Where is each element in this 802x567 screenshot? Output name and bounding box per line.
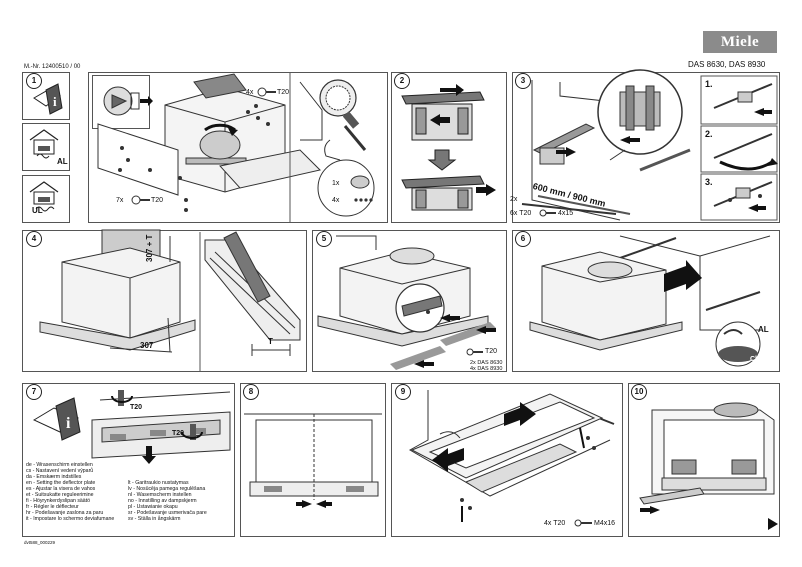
step3-qty: 2x xyxy=(510,196,518,203)
lang-line: es - Ajustar la visera de vahos xyxy=(26,486,96,492)
step4-dim-t: T xyxy=(268,337,273,346)
lang-line: lt - Garitraukio nustatymas xyxy=(128,480,189,486)
step7-screw-type-b: T20 xyxy=(172,430,185,437)
step8-number: 8 xyxy=(243,384,259,400)
step1-screw-top-type: T20 xyxy=(277,89,290,96)
lang-line: lv - Nosūcēja pamega regulēšana xyxy=(128,486,206,492)
step1-number: 1 xyxy=(26,73,42,89)
lang-line: nl - Wasemscherm instellen xyxy=(128,492,192,498)
step5-number: 5 xyxy=(316,231,332,247)
step9-screws: 4x T20 xyxy=(544,520,566,527)
step1-screw-top-qty: 4x xyxy=(246,89,254,96)
step10-number: 10 xyxy=(631,384,647,400)
step3-number: 3 xyxy=(515,73,531,89)
step2-number: 2 xyxy=(394,73,410,89)
lang-line: de - Wrasenschirm einstellen xyxy=(26,462,93,468)
step6-number: 6 xyxy=(515,231,531,247)
svg-text:i: i xyxy=(53,94,57,109)
step6-click-label: Click xyxy=(750,356,767,363)
lang-line: fr - Régler le déflecteur xyxy=(26,504,79,510)
lang-line: sv - Ställa in ångskärm xyxy=(128,516,181,522)
step3-sub-label-3: 3. xyxy=(705,177,713,187)
lang-line: no - Innstilling av dampskjerm xyxy=(128,498,197,504)
step4-number: 4 xyxy=(26,231,42,247)
step1-screw-bottom-type: T20 xyxy=(151,197,164,204)
step6-al-label: AL xyxy=(758,325,769,334)
step3-sub-label-2: 2. xyxy=(705,129,713,139)
step9-number: 9 xyxy=(395,384,411,400)
step5-note-b: 4x DAS 8930 xyxy=(470,366,503,372)
svg-text:i: i xyxy=(66,415,71,432)
step1-parts-b: 4x xyxy=(332,197,340,204)
model-numbers: DAS 8630, DAS 8930 xyxy=(688,60,766,69)
lang-line: hr - Podešavanje zaslona za paru xyxy=(26,510,104,516)
step3-sub-label-1: 1. xyxy=(705,79,713,89)
doc-number: M.-Nr. 12400510 / 00 xyxy=(24,64,81,70)
step7-screw-type-a: T20 xyxy=(130,404,143,411)
step3-screw-size: 4x15 xyxy=(558,210,574,217)
step1-al-label: AL xyxy=(57,157,68,166)
lang-line: da - Emskærm indstilles xyxy=(26,474,82,480)
lang-line: it - Impostare lo schermo deviafumane xyxy=(26,516,115,522)
step5-screw-type: T20 xyxy=(485,348,498,355)
step9-screw-size: M4x16 xyxy=(594,520,616,527)
step4-dim-b: 307 xyxy=(140,341,154,350)
footer-code: dvt588_000229 xyxy=(24,540,56,545)
lang-line: en - Setting the deflector plate xyxy=(26,480,96,486)
step5-note-a: 2x DAS 8630 xyxy=(470,360,503,366)
step7-number: 7 xyxy=(26,384,42,400)
lang-line: et - Suitsukatte reguleerimine xyxy=(26,492,94,498)
step1-screw-bottom-qty: 7x xyxy=(116,197,124,204)
brand-logo: Miele xyxy=(703,31,777,53)
step1-parts-a: 1x xyxy=(332,180,340,187)
lang-line: fi - Höyrynkerdyslipan säätö xyxy=(26,498,91,504)
lang-line: pl - Ustawianie okapu xyxy=(128,504,178,510)
step1-ul-label: UL xyxy=(32,206,43,215)
step3-screws: 6x T20 xyxy=(510,210,532,217)
lang-line: sr - Podešavanje usmerivača pare xyxy=(128,510,207,516)
lang-line: cs - Nastavení vedení výparů xyxy=(26,468,94,474)
